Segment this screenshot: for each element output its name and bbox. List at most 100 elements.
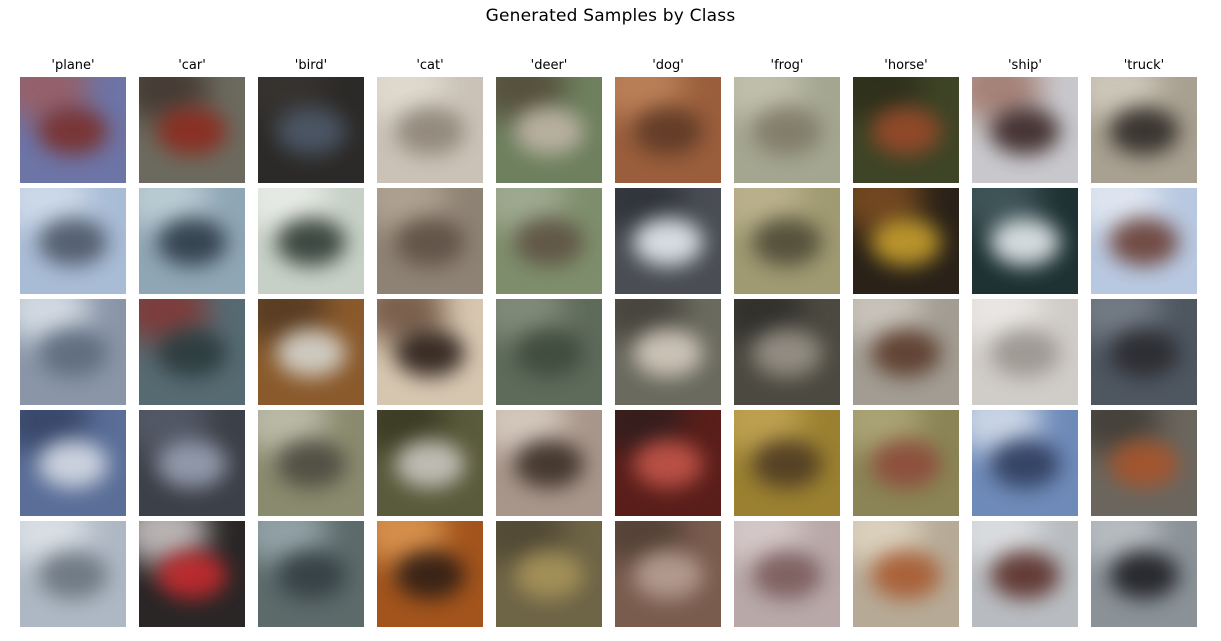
sample-subject	[752, 329, 822, 377]
class-label: 'frog'	[770, 58, 804, 73]
sample-image	[20, 77, 126, 183]
sample-image	[972, 77, 1078, 183]
sample-image	[258, 299, 364, 405]
sample-subject	[871, 218, 941, 266]
sample-subject	[157, 107, 227, 155]
sample-subject	[38, 329, 108, 377]
sample-subject	[1109, 218, 1179, 266]
sample-image	[734, 299, 840, 405]
sample-image	[1091, 521, 1197, 627]
sample-subject	[990, 107, 1060, 155]
sample-image	[615, 410, 721, 516]
sample-subject	[38, 218, 108, 266]
sample-subject	[38, 440, 108, 488]
sample-image	[1091, 410, 1197, 516]
sample-image	[258, 521, 364, 627]
sample-subject	[990, 329, 1060, 377]
class-label: 'bird'	[294, 58, 328, 73]
sample-image	[377, 410, 483, 516]
sample-subject	[1109, 440, 1179, 488]
class-label: 'cat'	[416, 58, 444, 73]
sample-subject	[395, 329, 465, 377]
sample-image	[20, 521, 126, 627]
class-label: 'ship'	[1007, 58, 1043, 73]
class-label: 'deer'	[530, 58, 568, 73]
sample-subject	[514, 551, 584, 599]
sample-subject	[157, 551, 227, 599]
sample-subject	[990, 218, 1060, 266]
sample-subject	[395, 440, 465, 488]
sample-subject	[633, 551, 703, 599]
sample-subject	[752, 107, 822, 155]
sample-subject	[871, 107, 941, 155]
sample-subject	[752, 440, 822, 488]
sample-subject	[1109, 329, 1179, 377]
sample-image	[615, 521, 721, 627]
sample-image	[972, 521, 1078, 627]
sample-image	[972, 410, 1078, 516]
sample-image	[1091, 77, 1197, 183]
sample-subject	[395, 551, 465, 599]
class-label: 'horse'	[884, 58, 928, 73]
sample-image	[853, 299, 959, 405]
sample-subject	[276, 551, 346, 599]
sample-subject	[752, 218, 822, 266]
sample-subject	[276, 440, 346, 488]
sample-image	[853, 521, 959, 627]
sample-image	[496, 77, 602, 183]
sample-image	[20, 188, 126, 294]
sample-image	[734, 188, 840, 294]
sample-subject	[514, 329, 584, 377]
sample-subject	[633, 329, 703, 377]
sample-image	[1091, 299, 1197, 405]
sample-image	[20, 410, 126, 516]
sample-subject	[514, 107, 584, 155]
sample-image	[615, 299, 721, 405]
sample-image	[139, 77, 245, 183]
sample-subject	[38, 551, 108, 599]
sample-image	[139, 299, 245, 405]
sample-subject	[276, 218, 346, 266]
sample-image	[615, 188, 721, 294]
sample-image	[972, 299, 1078, 405]
sample-subject	[157, 329, 227, 377]
class-label: 'plane'	[51, 58, 95, 73]
sample-subject	[1109, 551, 1179, 599]
sample-image	[496, 299, 602, 405]
sample-image	[1091, 188, 1197, 294]
sample-subject	[157, 440, 227, 488]
sample-image	[139, 521, 245, 627]
sample-image	[139, 188, 245, 294]
sample-subject	[990, 551, 1060, 599]
sample-subject	[871, 440, 941, 488]
sample-image	[496, 188, 602, 294]
sample-image	[496, 521, 602, 627]
sample-image	[734, 410, 840, 516]
sample-subject	[276, 329, 346, 377]
sample-subject	[871, 329, 941, 377]
class-label: 'dog'	[652, 58, 684, 73]
sample-subject	[633, 218, 703, 266]
sample-image	[377, 521, 483, 627]
sample-subject	[633, 107, 703, 155]
sample-subject	[276, 107, 346, 155]
sample-image	[734, 521, 840, 627]
sample-subject	[514, 440, 584, 488]
sample-image	[377, 188, 483, 294]
sample-subject	[1109, 107, 1179, 155]
sample-subject	[395, 218, 465, 266]
sample-image	[258, 410, 364, 516]
sample-image	[853, 410, 959, 516]
sample-image	[972, 188, 1078, 294]
sample-subject	[633, 440, 703, 488]
sample-image	[139, 410, 245, 516]
sample-image	[377, 299, 483, 405]
sample-image	[615, 77, 721, 183]
class-label: 'car'	[178, 58, 206, 73]
class-label: 'truck'	[1123, 58, 1165, 73]
sample-image	[258, 77, 364, 183]
sample-image	[496, 410, 602, 516]
sample-image	[377, 77, 483, 183]
sample-image	[853, 188, 959, 294]
sample-subject	[752, 551, 822, 599]
